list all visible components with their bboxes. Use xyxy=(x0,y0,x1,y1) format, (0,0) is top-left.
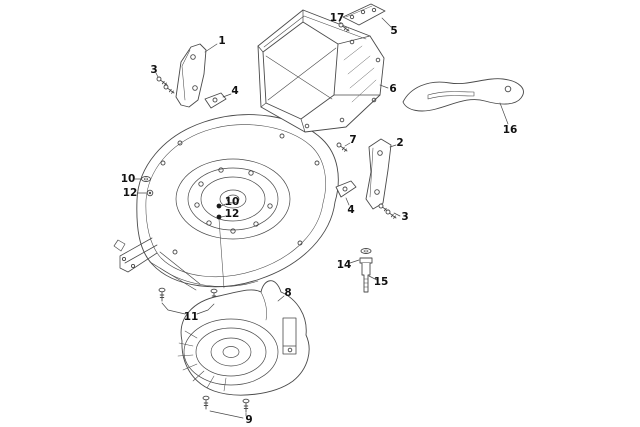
part-callout-3: 3 xyxy=(401,211,408,223)
callout-leader-17 xyxy=(338,20,342,25)
part-callout-5: 5 xyxy=(390,25,397,37)
callout-leader-4 xyxy=(222,93,232,98)
callout-leader-2 xyxy=(389,144,397,148)
part-callout-1: 1 xyxy=(218,35,225,47)
callout-leader-7 xyxy=(344,142,351,147)
callout-leader-10 xyxy=(220,203,227,207)
part-nut-12-left xyxy=(146,189,154,197)
part-deck-assembly xyxy=(113,114,339,291)
part-callout-16: 16 xyxy=(503,124,518,136)
part-callout-12: 12 xyxy=(225,208,240,220)
part-screw-7 xyxy=(336,142,348,152)
callout-leader-6 xyxy=(379,84,389,89)
part-bolt-14-15 xyxy=(359,248,373,293)
part-nut-12-center xyxy=(216,214,222,220)
callout-leader-11 xyxy=(196,303,215,315)
part-strip-4-right xyxy=(335,180,357,198)
part-plate-5 xyxy=(342,3,386,26)
part-housing-6 xyxy=(257,9,385,133)
callout-leader-3 xyxy=(393,212,401,217)
callout-leader-1 xyxy=(204,43,218,53)
part-bracket-1 xyxy=(175,43,207,108)
part-callout-2: 2 xyxy=(396,137,403,149)
part-callout-3: 3 xyxy=(150,64,157,76)
part-handle-16 xyxy=(402,78,524,112)
callout-leader-12 xyxy=(220,215,227,218)
callout-leader-3 xyxy=(155,72,159,78)
part-callout-17: 17 xyxy=(330,12,345,24)
part-callout-14: 14 xyxy=(337,259,352,271)
part-washer-10-left xyxy=(141,176,151,182)
callout-leader-5 xyxy=(381,17,392,28)
callout-leader-14 xyxy=(349,259,360,264)
callout-leader-4 xyxy=(345,197,350,206)
part-cover-8 xyxy=(177,280,310,396)
callout-leader-15 xyxy=(368,275,378,281)
callout-leader-8 xyxy=(277,295,285,302)
part-callout-10: 10 xyxy=(225,196,240,208)
part-bracket-2 xyxy=(365,138,392,210)
callout-leader-16 xyxy=(499,102,509,125)
callout-leader-11 xyxy=(161,302,186,315)
part-callout-6: 6 xyxy=(389,83,396,95)
part-screws-3-right xyxy=(378,203,397,219)
part-callout-7: 7 xyxy=(349,134,356,146)
part-callout-9: 9 xyxy=(245,414,252,426)
part-screws-3-left xyxy=(156,76,175,94)
part-strip-4-left xyxy=(204,92,227,109)
part-callout-4: 4 xyxy=(347,204,354,216)
callout-leader-9 xyxy=(209,410,244,419)
part-screws-9 xyxy=(202,395,250,413)
part-callout-12: 12 xyxy=(123,187,138,199)
part-callout-11: 11 xyxy=(184,311,199,323)
part-callout-8: 8 xyxy=(284,287,291,299)
part-washer-10-center xyxy=(216,203,222,209)
part-callout-10: 10 xyxy=(121,173,136,185)
part-callout-15: 15 xyxy=(374,276,389,288)
part-callout-4: 4 xyxy=(231,85,238,97)
